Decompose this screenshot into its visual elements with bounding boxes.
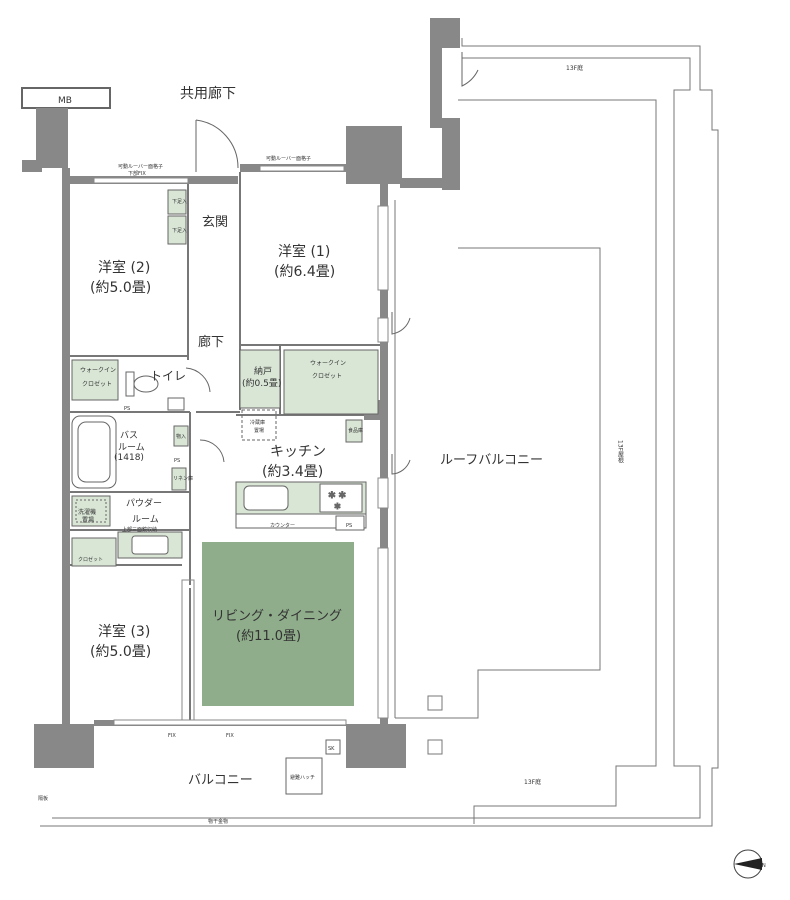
fridge-label: 置場: [254, 427, 264, 434]
bath-size: (1418): [114, 453, 144, 463]
ldk-name: リビング・ダイニング: [212, 609, 342, 624]
ldk-size: (約11.0畳): [236, 629, 301, 644]
storage-small-label: 物入: [176, 433, 186, 440]
wic-label: ウォークイン: [80, 366, 116, 374]
closet-label: クロゼット: [78, 556, 103, 563]
balcony-label: バルコニー: [188, 773, 253, 788]
roof-13f-label: 13F屋根: [617, 440, 624, 464]
storage-name: 納戸: [254, 365, 272, 377]
kitchen-counter: ✲ ✲ ✲: [235, 483, 367, 529]
louver-label: 可動ルーバー面格子: [118, 163, 163, 170]
ps-label: PS: [124, 406, 130, 412]
mirror-storage-label: 上部三面鏡収納: [122, 526, 157, 533]
roof-balcony-label: ルーフバルコニー: [440, 453, 543, 468]
kitchen-name: キッチン: [270, 444, 326, 460]
terrace-outline: [40, 38, 719, 827]
room-1-size: (約6.4畳): [274, 264, 335, 280]
burner-icon: ✲: [334, 502, 341, 511]
corridor-label: 共用廊下: [180, 85, 236, 102]
entrance-label: 玄関: [202, 215, 228, 230]
svg-text:N: N: [762, 863, 766, 869]
ps-label: PS: [346, 523, 352, 529]
louver-label: 可動ルーバー面格子: [266, 155, 311, 162]
closet-label: クロゼット: [82, 380, 112, 388]
laundry-label: 置場: [82, 516, 94, 524]
shoe-rack-label: 下足入: [172, 228, 187, 234]
windows: [93, 165, 389, 726]
counter-label: カウンター: [270, 522, 295, 529]
linen-label: リネン庫: [173, 475, 193, 482]
mb-label: MB: [58, 96, 72, 106]
partition-label: 隔板: [38, 795, 48, 802]
louver-fix-label: 下部FIX: [128, 170, 146, 177]
hallway-label: 廊下: [198, 334, 224, 350]
north-arrow-icon: N: [733, 849, 766, 879]
fix-label: FIX: [168, 733, 176, 739]
powder-room-label: パウダー: [126, 497, 162, 509]
wic-label: ウォークイン: [310, 359, 346, 367]
burner-icon: ✲ ✲: [328, 491, 346, 501]
fridge-space: [241, 409, 277, 441]
bath-label: バス: [120, 430, 138, 441]
room-3-name: 洋室 (3): [98, 623, 150, 640]
sk-box: [325, 739, 341, 755]
escape-hatch: [285, 757, 323, 795]
room-3-size: (約5.0畳): [90, 644, 151, 660]
bath-label: ルーム: [118, 442, 145, 453]
garden-13f-label: 13F庭: [566, 64, 583, 72]
sk-label: SK: [328, 746, 335, 752]
powder-room-label: ルーム: [132, 514, 159, 525]
toilet-label: トイレ: [150, 369, 186, 383]
laundry-label: 洗濯機: [78, 508, 96, 516]
bath-tub: [71, 415, 117, 489]
doors: [167, 52, 479, 475]
storage-size: (約0.5畳): [242, 377, 281, 389]
drying-rack-label: 物干金物: [208, 818, 228, 825]
hatch-label: 避難ハッチ: [290, 774, 315, 781]
room-1-name: 洋室 (1): [278, 243, 330, 260]
pantry-label: 食品庫: [348, 427, 363, 434]
shoe-rack-label: 下足入: [172, 199, 187, 205]
ps-box: [335, 515, 365, 531]
room-2-size: (約5.0畳): [90, 280, 151, 296]
fix-label: FIX: [226, 733, 234, 739]
toilet-fixture: [125, 371, 159, 397]
kitchen-size: (約3.4畳): [262, 464, 323, 480]
washbasin: [131, 535, 169, 555]
garden-13f-label: 13F庭: [524, 778, 541, 786]
fridge-label: 冷蔵庫: [250, 419, 265, 426]
room-2-name: 洋室 (2): [98, 259, 150, 276]
closet-label: クロゼット: [312, 372, 342, 380]
ps-label: PS: [174, 458, 180, 464]
living-dining-area: [202, 542, 354, 706]
laundry-space: [75, 499, 107, 523]
